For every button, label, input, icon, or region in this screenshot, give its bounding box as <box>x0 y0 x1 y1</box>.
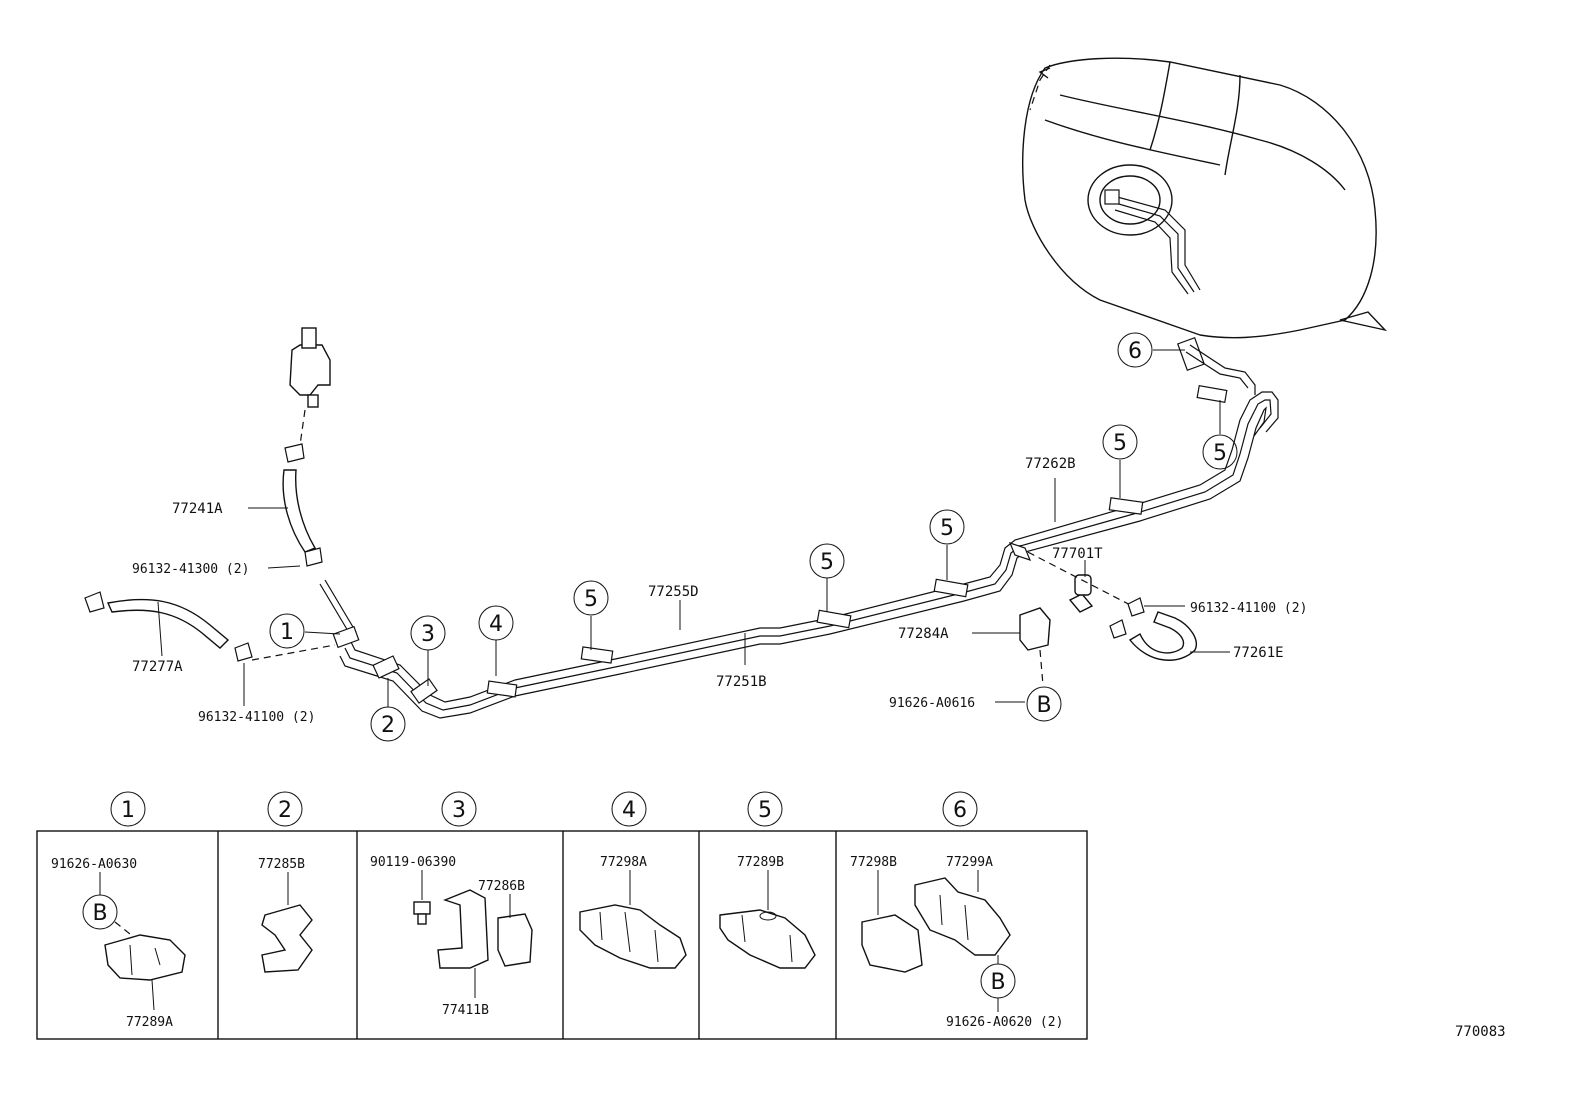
detail-3-num: 3 <box>452 798 466 823</box>
detail-3-label-c: 77411B <box>442 1003 489 1018</box>
detail-4-label-a: 77298A <box>600 855 647 870</box>
detail-3: 90119-06390 77286B 77411B <box>370 855 533 1018</box>
detail-4-num: 4 <box>622 798 636 823</box>
detail-6-letter: B <box>990 970 1005 995</box>
callout-3: 3 <box>410 615 446 651</box>
label-clip-left: 96132-41100 (2) <box>198 710 315 725</box>
detail-6-header: 6 <box>942 791 978 827</box>
callout-6-num: 6 <box>1128 339 1142 364</box>
detail-6-label-a: 77298B <box>850 855 897 870</box>
detail-2-header: 2 <box>267 791 303 827</box>
detail-1-header: 1 <box>110 791 146 827</box>
detail-1-label-b: 77289A <box>126 1015 173 1030</box>
main-part-labels: 77241A 96132-41300 (2) 77277A 96132-4110… <box>132 456 1307 725</box>
detail-6-label-c: 91626-A0620 (2) <box>946 1015 1063 1030</box>
label-clip-upper: 96132-41300 (2) <box>132 562 249 577</box>
detail-1-num: 1 <box>121 798 135 823</box>
detail-3-header: 3 <box>441 791 477 827</box>
detail-1-label-a: 91626-A0630 <box>51 857 137 872</box>
callout-5c-num: 5 <box>940 516 954 541</box>
callout-3-num: 3 <box>421 622 435 647</box>
callout-5c: 5 <box>929 509 965 545</box>
detail-2-num: 2 <box>278 798 292 823</box>
detail-3-label-a: 90119-06390 <box>370 855 456 870</box>
detail-5: 77289B <box>719 855 816 969</box>
main-callouts: 1 2 3 4 5 5 5 5 5 6 B <box>269 332 1238 742</box>
canister <box>284 327 331 463</box>
callout-5d: 5 <box>1102 424 1138 460</box>
leader-lines <box>157 349 1230 707</box>
detail-5-num: 5 <box>758 798 772 823</box>
callout-5d-num: 5 <box>1113 431 1127 456</box>
detail-5-header: 5 <box>747 791 783 827</box>
detail-2-label-a: 77285B <box>258 857 305 872</box>
hose-77261e <box>1109 597 1197 661</box>
label-bracket: 77284A <box>898 626 949 642</box>
detail-1-letter: B <box>92 901 107 926</box>
detail-6-label-b: 77299A <box>946 855 993 870</box>
detail-4-header: 4 <box>611 791 647 827</box>
callout-2-num: 2 <box>381 713 395 738</box>
detail-2: 77285B <box>258 857 313 973</box>
valve-77701t <box>1008 542 1141 613</box>
callout-6: 6 <box>1117 332 1153 368</box>
detail-panel: 1 2 3 4 5 6 91626-A0630 B 77289A 77285B … <box>36 791 1088 1040</box>
detail-1: 91626-A0630 B 77289A <box>51 857 186 1030</box>
detail-5-label-a: 77289B <box>737 855 784 870</box>
callout-2: 2 <box>370 706 406 742</box>
callout-5b-num: 5 <box>820 550 834 575</box>
callout-b-main-letter: B <box>1036 693 1051 718</box>
detail-6: 77298B 77299A 91626-A0620 (2) B <box>850 855 1063 1030</box>
hose-77241a <box>282 469 323 567</box>
diagram-id: 770083 <box>1455 1024 1506 1040</box>
main-fuel-pipes <box>319 336 1279 719</box>
callout-5a-num: 5 <box>584 587 598 612</box>
callout-5e: 5 <box>1202 434 1238 470</box>
label-valve: 77701T <box>1052 546 1103 562</box>
label-hose-right: 77261E <box>1233 645 1284 661</box>
callout-4: 4 <box>478 605 514 641</box>
bracket-77284a <box>1019 607 1051 686</box>
label-hose-left: 77277A <box>132 659 183 675</box>
callout-4-num: 4 <box>489 612 503 637</box>
callout-1: 1 <box>269 613 305 649</box>
label-pipe-lower: 77251B <box>716 674 767 690</box>
label-hose-upper: 77241A <box>172 501 223 517</box>
fuel-tank <box>1022 57 1388 339</box>
detail-6-num: 6 <box>953 798 967 823</box>
callout-1-num: 1 <box>280 620 294 645</box>
hose-77277a <box>84 591 336 662</box>
label-bolt: 91626-A0616 <box>889 696 975 711</box>
detail-3-label-b: 77286B <box>478 879 525 894</box>
label-clip-right: 96132-41100 (2) <box>1190 601 1307 616</box>
label-pipe-right: 77262B <box>1025 456 1076 472</box>
callout-5b: 5 <box>809 543 845 579</box>
callout-5a: 5 <box>573 580 609 616</box>
callout-b-main: B <box>1026 686 1062 722</box>
label-pipe-upper: 77255D <box>648 584 699 600</box>
callout-5e-num: 5 <box>1213 441 1227 466</box>
detail-4: 77298A <box>579 855 687 969</box>
